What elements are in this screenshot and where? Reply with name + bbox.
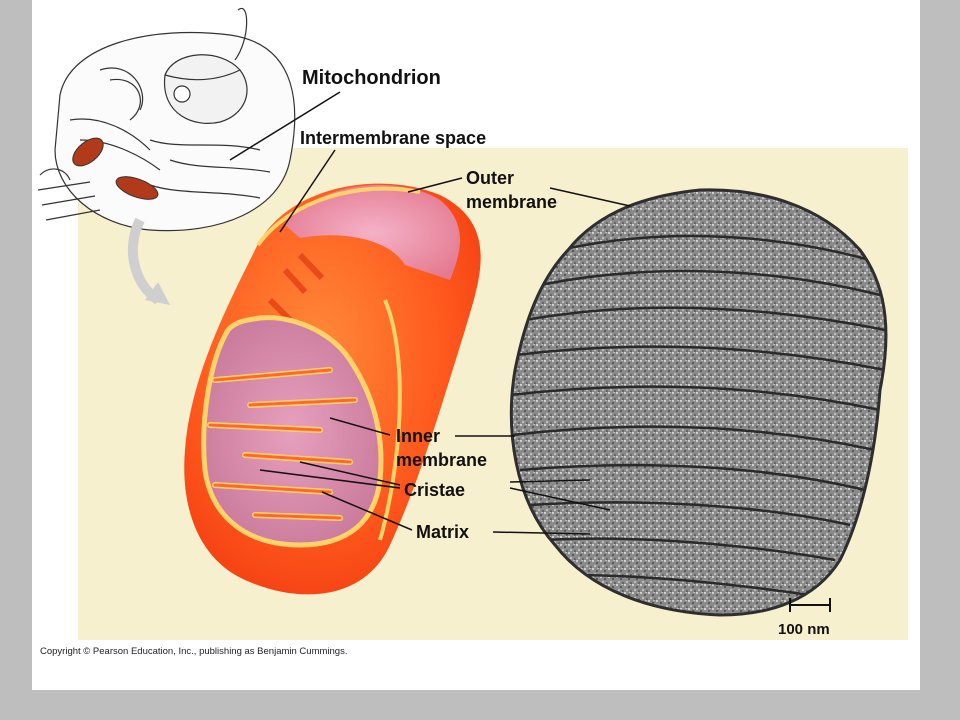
scale-bar-label: 100 nm bbox=[778, 621, 830, 638]
cell-thumbnail-mitochondria bbox=[72, 137, 159, 200]
label-cristae: Cristae bbox=[404, 480, 466, 500]
label-inner-line1: Inner bbox=[396, 426, 441, 446]
electron-micrograph bbox=[509, 188, 888, 617]
label-outer-line2: membrane bbox=[466, 192, 558, 212]
mitochondrion-illustration bbox=[184, 183, 481, 595]
label-leader-lines bbox=[229, 91, 631, 535]
scale-bar bbox=[789, 598, 831, 612]
cell-thumbnail bbox=[37, 7, 296, 232]
label-intermembrane-space: Intermembrane space bbox=[300, 128, 487, 148]
copyright-text: Copyright © Pearson Education, Inc., pub… bbox=[40, 646, 348, 657]
label-inner-line2: membrane bbox=[396, 450, 488, 470]
label-matrix: Matrix bbox=[416, 522, 470, 542]
zoom-arrow-head bbox=[145, 282, 170, 305]
title-mitochondrion: Mitochondrion bbox=[302, 67, 441, 89]
label-outer-line1: Outer bbox=[466, 168, 515, 188]
